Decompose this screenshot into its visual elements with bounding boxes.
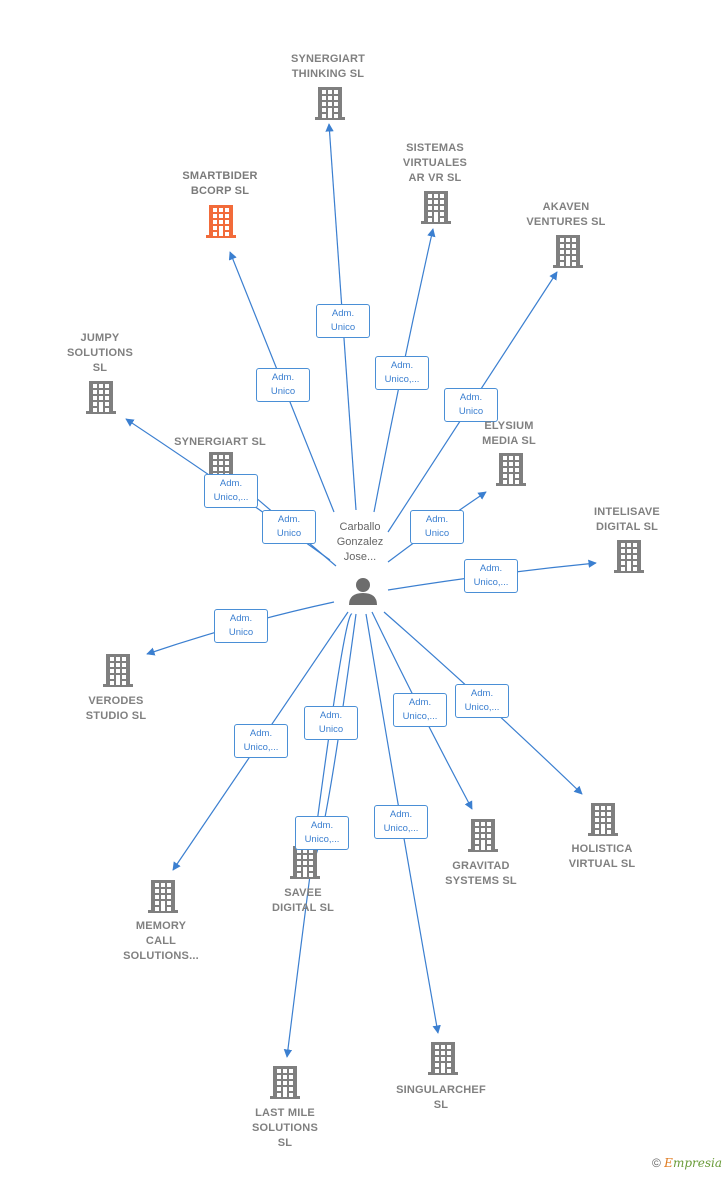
company-label-smartbider[interactable]: SMARTBIDER BCORP SL	[182, 170, 258, 197]
building-icon-last-mile[interactable]	[270, 1066, 300, 1099]
company-label-synergiart-thinking[interactable]: SYNERGIART THINKING SL	[290, 53, 366, 80]
building-icon-akaven[interactable]	[553, 235, 583, 268]
brand-initial: E	[664, 1156, 673, 1170]
building-icon-savee[interactable]	[290, 846, 320, 879]
company-label-elysium[interactable]: ELYSIUM MEDIA SL	[482, 420, 536, 447]
company-label-akaven[interactable]: AKAVEN VENTURES SL	[526, 201, 606, 228]
brand-name: mpresia	[672, 1156, 722, 1170]
edge-label-gravitad[interactable]: Adm. Unico,...	[393, 693, 447, 727]
building-icon-elysium[interactable]	[496, 453, 526, 486]
company-label-jumpy[interactable]: JUMPY SOLUTIONS SL	[67, 332, 133, 374]
company-label-memory-call[interactable]: MEMORY CALL SOLUTIONS...	[123, 920, 199, 962]
building-icon-intelisave[interactable]	[614, 540, 644, 573]
edge-label-singularchef[interactable]: Adm. Unico,...	[374, 805, 428, 839]
edge-label-verodes[interactable]: Adm. Unico	[214, 609, 268, 643]
person-icon[interactable]	[349, 578, 377, 605]
building-icon-gravitad[interactable]	[468, 819, 498, 852]
center-person-label[interactable]: Carballo Gonzalez Jose...	[336, 521, 384, 563]
edge-label-last-mile[interactable]: Adm. Unico	[304, 706, 358, 740]
edge-label-smartbider[interactable]: Adm. Unico	[256, 368, 310, 402]
company-label-holistica[interactable]: HOLISTICA VIRTUAL SL	[568, 843, 636, 870]
building-icon-sistemas-virtuales[interactable]	[421, 191, 451, 224]
edge-label-holistica[interactable]: Adm. Unico,...	[455, 684, 509, 718]
building-icon-smartbider[interactable]	[206, 205, 236, 238]
edge-label-elysium[interactable]: Adm. Unico	[410, 510, 464, 544]
building-icon-singularchef[interactable]	[428, 1042, 458, 1075]
company-label-singularchef[interactable]: SINGULARCHEF SL	[396, 1084, 486, 1111]
edge-label-akaven[interactable]: Adm. Unico	[444, 388, 498, 422]
edge-label-memory-call[interactable]: Adm. Unico,...	[234, 724, 288, 758]
building-icon-holistica[interactable]	[588, 803, 618, 836]
edge-label-sistemas-virtuales[interactable]: Adm. Unico,...	[375, 356, 429, 390]
company-label-verodes[interactable]: VERODES STUDIO SL	[85, 695, 147, 722]
copyright-icon: ©	[651, 1156, 661, 1170]
edge-label-jumpy[interactable]: Adm. Unico,...	[204, 474, 258, 508]
company-label-sistemas-virtuales[interactable]: SISTEMAS VIRTUALES AR VR SL	[402, 142, 468, 184]
company-label-last-mile[interactable]: LAST MILE SOLUTIONS SL	[252, 1107, 318, 1149]
edge-label-synergiart-thinking[interactable]: Adm. Unico	[316, 304, 370, 338]
company-label-savee[interactable]: SAVEE DIGITAL SL	[271, 887, 335, 914]
brand-footer: © Empresia	[652, 1156, 722, 1170]
building-icon-memory-call[interactable]	[148, 880, 178, 913]
edge-label-intelisave[interactable]: Adm. Unico,...	[464, 559, 518, 593]
company-label-synergiart[interactable]: SYNERGIART SL	[174, 436, 266, 448]
company-label-gravitad[interactable]: GRAVITAD SYSTEMS SL	[445, 860, 517, 887]
building-icon-synergiart-thinking[interactable]	[315, 87, 345, 120]
building-icon-jumpy[interactable]	[86, 381, 116, 414]
edge-label-savee[interactable]: Adm. Unico,...	[295, 816, 349, 850]
building-icon-verodes[interactable]	[103, 654, 133, 687]
company-label-intelisave[interactable]: INTELISAVE DIGITAL SL	[594, 506, 660, 533]
edge-label-synergiart[interactable]: Adm. Unico	[262, 510, 316, 544]
